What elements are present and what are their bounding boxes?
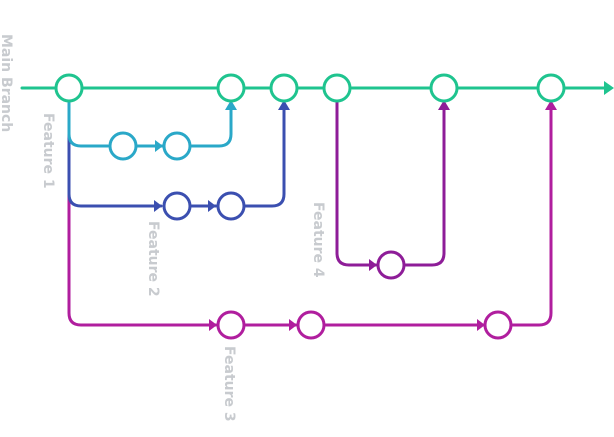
feature-3-commit-node xyxy=(216,310,246,340)
feature-3-commits xyxy=(216,310,513,340)
feature-4-merge-arrow xyxy=(438,100,450,110)
main-branch-arrow-head xyxy=(604,81,614,95)
feature-2-label: Feature 2 xyxy=(145,221,161,297)
main-commit-node xyxy=(322,73,352,103)
feature-4-commit-node xyxy=(376,250,406,280)
main-commit-node xyxy=(536,73,566,103)
feature-1-branch xyxy=(67,96,233,148)
feature-1-path xyxy=(67,96,233,148)
feature-2-commits xyxy=(162,191,246,221)
main-commit-node xyxy=(429,73,459,103)
feature-2-arrow-head xyxy=(154,200,162,212)
feature-3-arrow-head xyxy=(289,319,297,331)
feature-2-commit-node xyxy=(162,191,192,221)
feature-1-merge-arrow xyxy=(225,100,237,110)
feature-3-arrow-head xyxy=(209,319,217,331)
feature-3-arrows xyxy=(209,100,557,331)
feature-3-label: Feature 3 xyxy=(221,346,237,422)
main-commit-node xyxy=(54,73,84,103)
main-commit-node xyxy=(216,73,246,103)
feature-3-path xyxy=(67,86,553,327)
feature-2-arrow-head xyxy=(208,200,216,212)
feature-3-arrow-head xyxy=(477,319,485,331)
feature-2-commit-node xyxy=(216,191,246,221)
feature-3-commit-node xyxy=(296,310,326,340)
feature-4-arrow-head xyxy=(369,259,377,271)
feature-1-label: Feature 1 xyxy=(40,113,56,189)
feature-3-commit-node xyxy=(483,310,513,340)
feature-1-commit-node xyxy=(108,131,138,161)
feature-3-branch xyxy=(67,86,553,327)
feature-1-commits xyxy=(108,131,192,161)
feature-2-merge-arrow xyxy=(278,100,290,110)
feature-4-commits xyxy=(376,250,406,280)
feature-2-arrows xyxy=(154,100,290,212)
feature-1-commit-node xyxy=(162,131,192,161)
main-commits xyxy=(54,73,566,103)
feature-4-branch xyxy=(335,96,446,267)
feature-1-arrow-head xyxy=(155,140,163,152)
main-branch-arrow xyxy=(604,81,614,95)
feature-4-path xyxy=(335,96,446,267)
feature-4-label: Feature 4 xyxy=(310,202,326,278)
feature-3-merge-arrow xyxy=(545,100,557,110)
feature-4-arrows xyxy=(369,100,450,271)
main-branch-label: Main Branch xyxy=(0,34,14,132)
main-commit-node xyxy=(269,73,299,103)
